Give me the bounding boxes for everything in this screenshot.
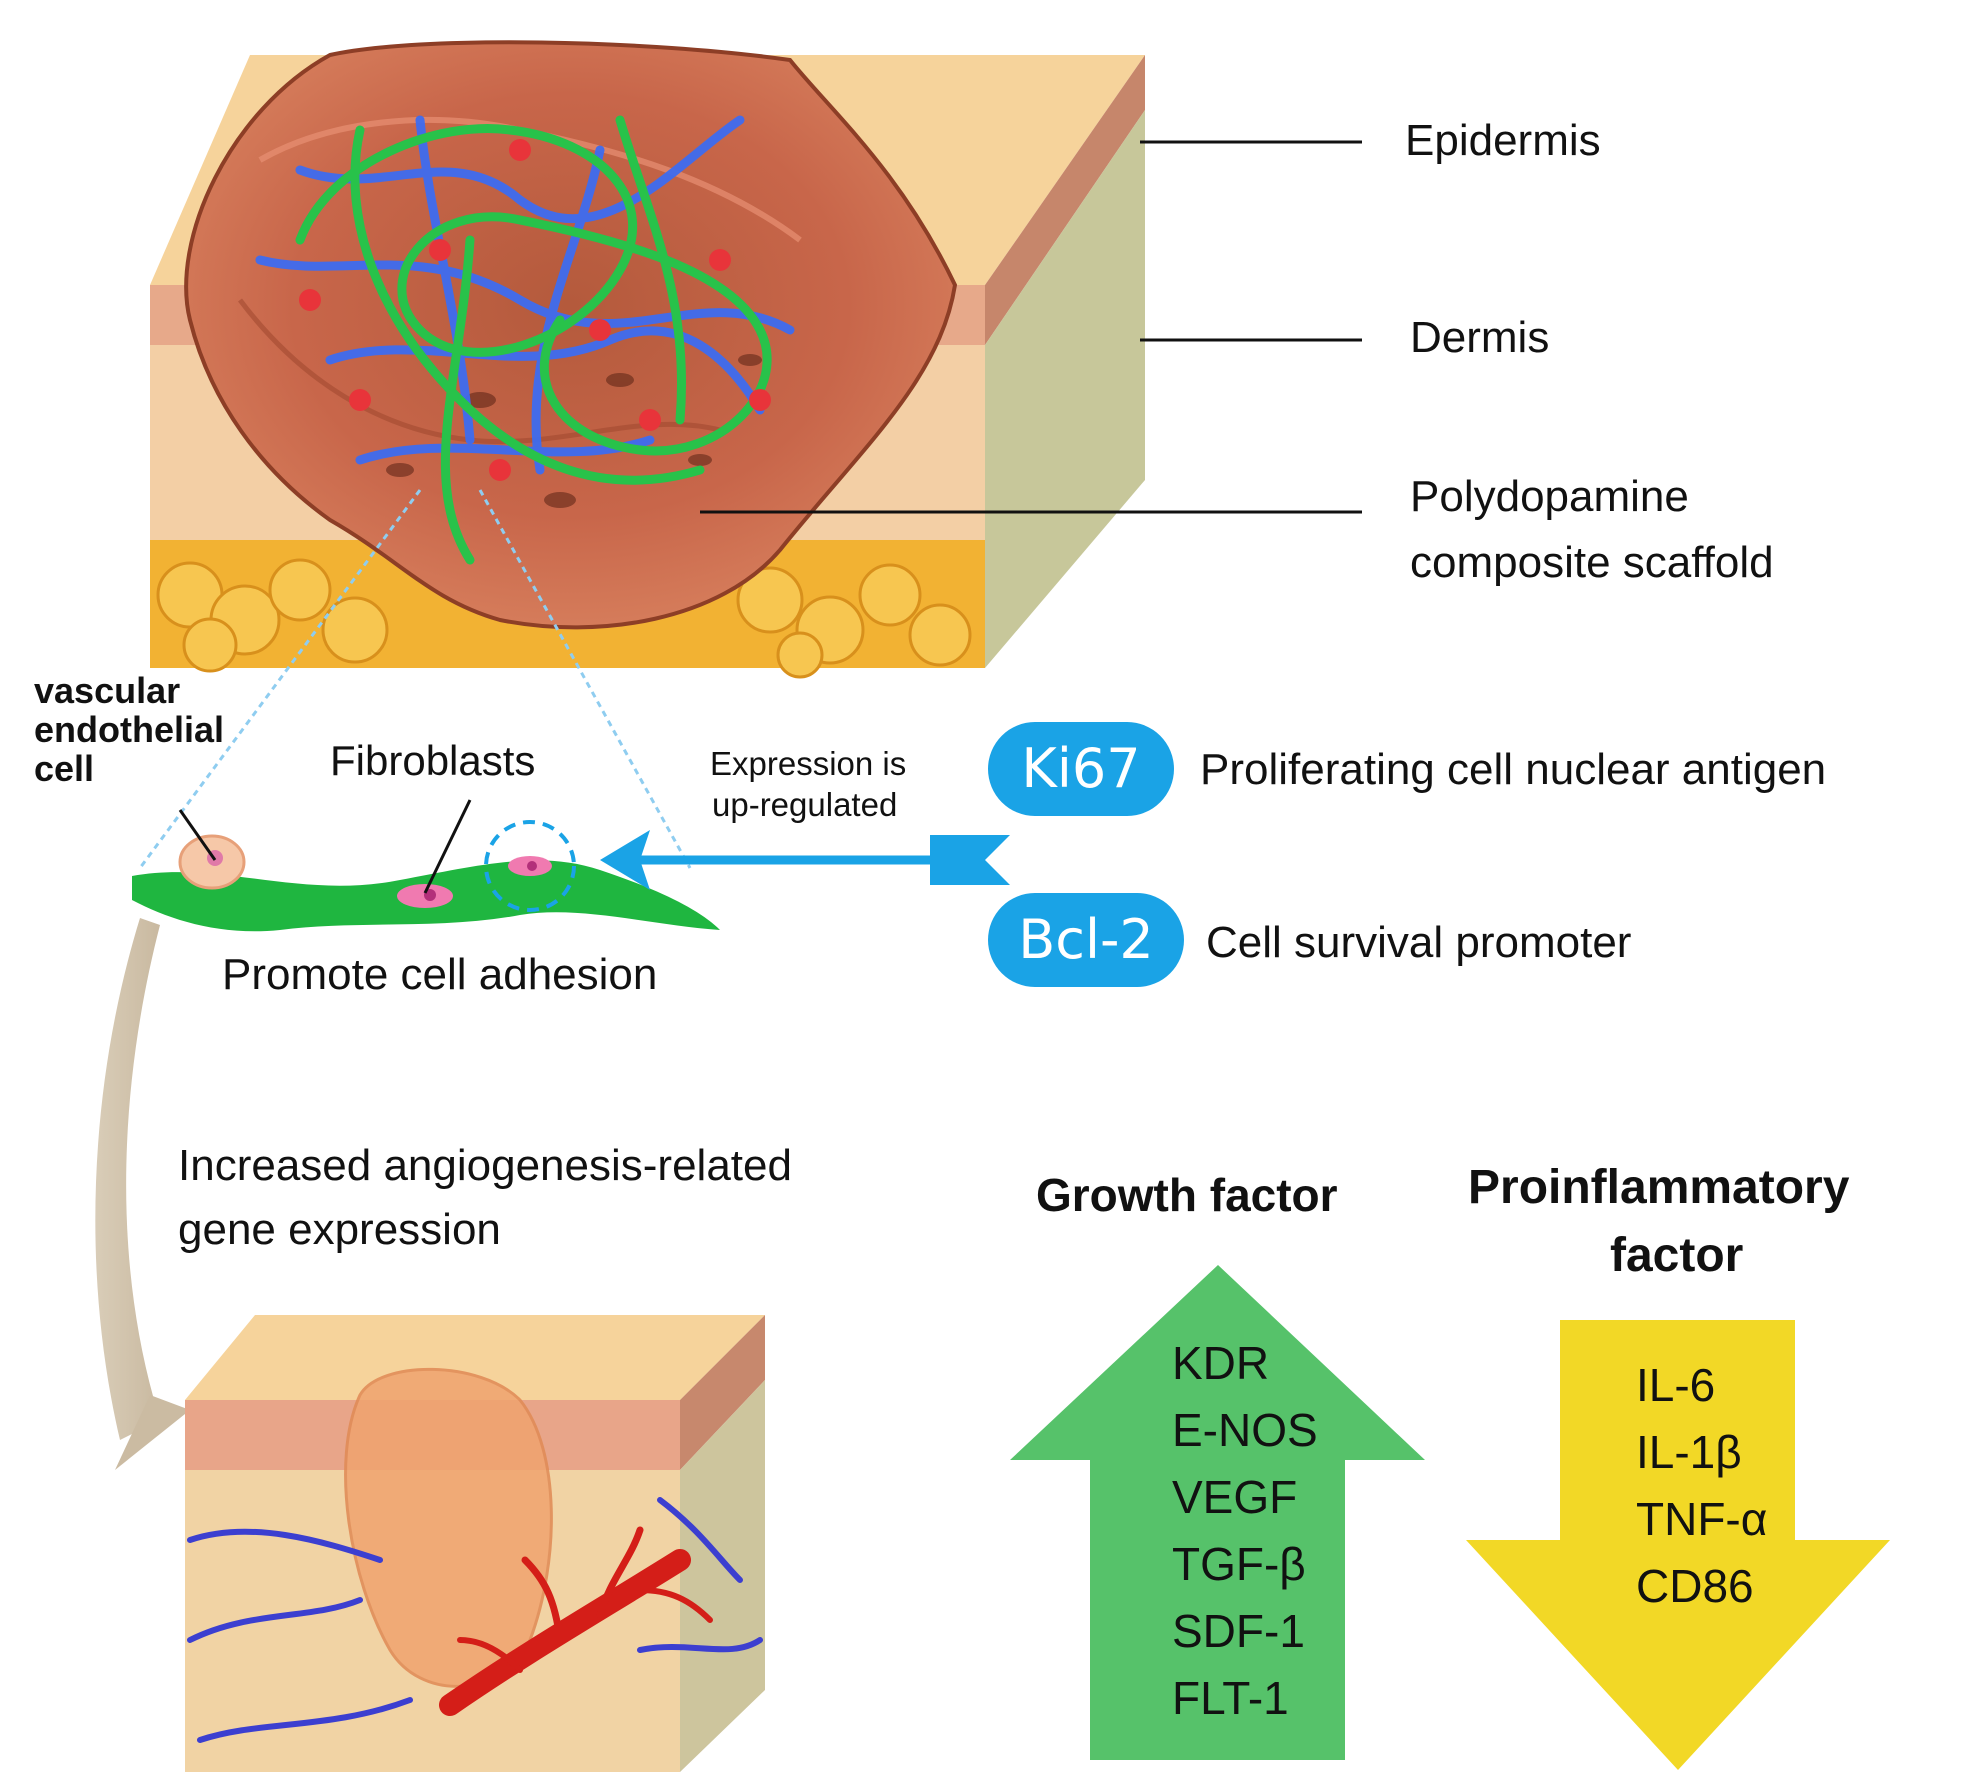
epidermis-label: Epidermis <box>1405 116 1601 165</box>
proinflammatory-factor-list: IL-6 IL-1β TNF-α CD86 <box>1636 1352 1767 1620</box>
scaffold-fiber-with-cells <box>132 799 720 932</box>
adhesion-label: Promote cell adhesion <box>222 950 658 999</box>
top-skin-side-dermis <box>985 110 1145 668</box>
bottom-skin-side-epidermis <box>680 1315 765 1470</box>
upregulation-arrow <box>600 830 1010 890</box>
ki67-marker: Ki67 <box>988 722 1174 816</box>
growth-factor-item: KDR <box>1172 1337 1270 1389</box>
expression-label-line1: Expression is <box>710 745 907 782</box>
highlight-circle <box>484 820 576 912</box>
growth-factor-item: VEGF <box>1172 1471 1298 1523</box>
growth-factor-title: Growth factor <box>1036 1169 1338 1221</box>
angiogenesis-label-line2: gene expression <box>178 1205 501 1254</box>
vascular-label-line3: cell <box>34 748 95 789</box>
bottom-skin-top-face <box>185 1315 765 1400</box>
bcl2-description: Cell survival promoter <box>1206 918 1632 967</box>
vascular-label-line2: endothelial <box>34 709 225 750</box>
growth-factor-item: E-NOS <box>1172 1404 1318 1456</box>
bottom-skin-side-dermis <box>680 1380 765 1772</box>
angiogenesis-label-line1: Increased angiogenesis-related <box>178 1141 792 1190</box>
growth-factor-list: KDR E-NOS VEGF TGF-β SDF-1 FLT-1 <box>1172 1330 1318 1732</box>
growth-factor-item: SDF-1 <box>1172 1605 1305 1657</box>
bcl2-marker: Bcl-2 <box>988 893 1184 987</box>
proinflammatory-down-arrow <box>1466 1320 1890 1770</box>
blue-vessel <box>187 1528 383 1563</box>
wound-area <box>184 40 958 630</box>
bottom-skin-block <box>185 1315 765 1772</box>
growth-factor-up-arrow <box>1010 1265 1425 1760</box>
proinflammatory-title-line2: factor <box>1610 1229 1744 1282</box>
curved-connector <box>95 918 160 1440</box>
layer-leader-lines <box>700 140 1362 514</box>
top-skin-side-epidermis <box>985 55 1145 345</box>
top-skin-block <box>150 40 1145 679</box>
dermis-label: Dermis <box>1410 313 1550 362</box>
growth-factor-item: FLT-1 <box>1172 1672 1289 1724</box>
vascular-label-line1: vascular <box>34 670 181 711</box>
proinflammatory-factor-item: IL-1β <box>1636 1426 1742 1478</box>
proinflammatory-factor-item: TNF-α <box>1636 1493 1768 1545</box>
red-artery <box>439 1549 691 1716</box>
zoom-lines <box>138 489 692 869</box>
growth-factor-item: TGF-β <box>1172 1538 1306 1590</box>
proinflammatory-factor-item: IL-6 <box>1636 1359 1716 1411</box>
ki67-description: Proliferating cell nuclear antigen <box>1200 745 1827 794</box>
fibroblasts-label: Fibroblasts <box>330 737 536 784</box>
proinflammatory-factor-item: CD86 <box>1636 1560 1754 1612</box>
expression-label-line2: up-regulated <box>712 786 898 823</box>
scaffold-label-line1: Polydopamine <box>1410 472 1689 521</box>
scaffold-label-line2: composite scaffold <box>1410 538 1774 587</box>
proinflammatory-title-line1: Proinflammatory <box>1468 1161 1850 1214</box>
